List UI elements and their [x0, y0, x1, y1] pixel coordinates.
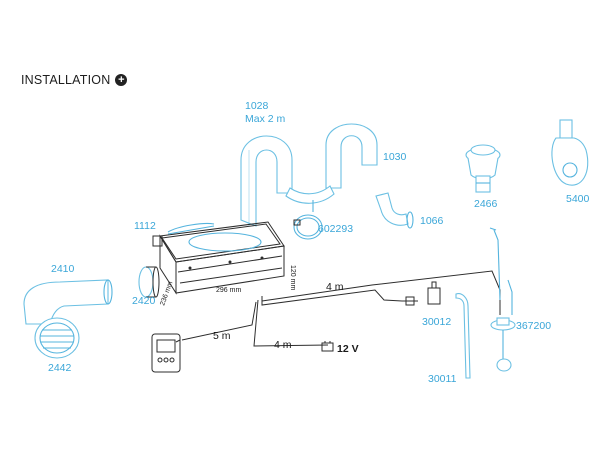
part-1112 [167, 222, 215, 235]
label-367200: 367200 [516, 320, 551, 332]
vent-2466 [465, 144, 501, 193]
section-title: INSTALLATION [21, 73, 111, 87]
label-2442: 2442 [48, 362, 72, 374]
label-1030: 1030 [383, 151, 407, 163]
cable-4m-low: 4 m [274, 339, 292, 351]
label-30012: 30012 [422, 316, 451, 328]
duct-1028 [240, 135, 293, 227]
label-602293: 602293 [318, 223, 353, 235]
label-1066: 1066 [420, 215, 444, 227]
fuel-pump-30012 [402, 281, 441, 306]
section-header[interactable]: INSTALLATION + [21, 73, 128, 87]
sleeve-2420 [138, 266, 160, 298]
dim-height: 120 mm [289, 265, 296, 290]
label-5400: 5400 [566, 193, 590, 205]
voltage-label: 12 V [337, 343, 359, 355]
elbow-1066 [375, 192, 414, 229]
label-30011: 30011 [428, 373, 457, 385]
label-2466: 2466 [474, 198, 498, 210]
outlet-5400 [551, 119, 589, 186]
label-max-length: Max 2 m [245, 113, 286, 125]
plus-circle-icon[interactable]: + [115, 74, 128, 86]
tank-pickup-367200 [489, 227, 516, 372]
dim-width: 296 mm [216, 287, 241, 294]
label-1028: 1028 [245, 100, 269, 112]
duct-2410 [23, 279, 113, 325]
cable-5m: 5 m [213, 330, 231, 342]
label-1112: 1112 [134, 220, 156, 232]
heater-unit [152, 221, 285, 295]
duct-1030 [325, 123, 378, 189]
dim-depth: 236 mm [159, 280, 174, 306]
grille-2442 [34, 317, 80, 359]
clamp-602293 [293, 214, 323, 240]
cable-4m-top: 4 m [326, 281, 344, 293]
control-panel [151, 333, 181, 373]
fuel-line-30011 [455, 293, 471, 379]
label-2420: 2420 [132, 295, 156, 307]
battery-icon [321, 341, 334, 352]
label-2410: 2410 [51, 263, 75, 275]
duct-bend [285, 185, 335, 212]
